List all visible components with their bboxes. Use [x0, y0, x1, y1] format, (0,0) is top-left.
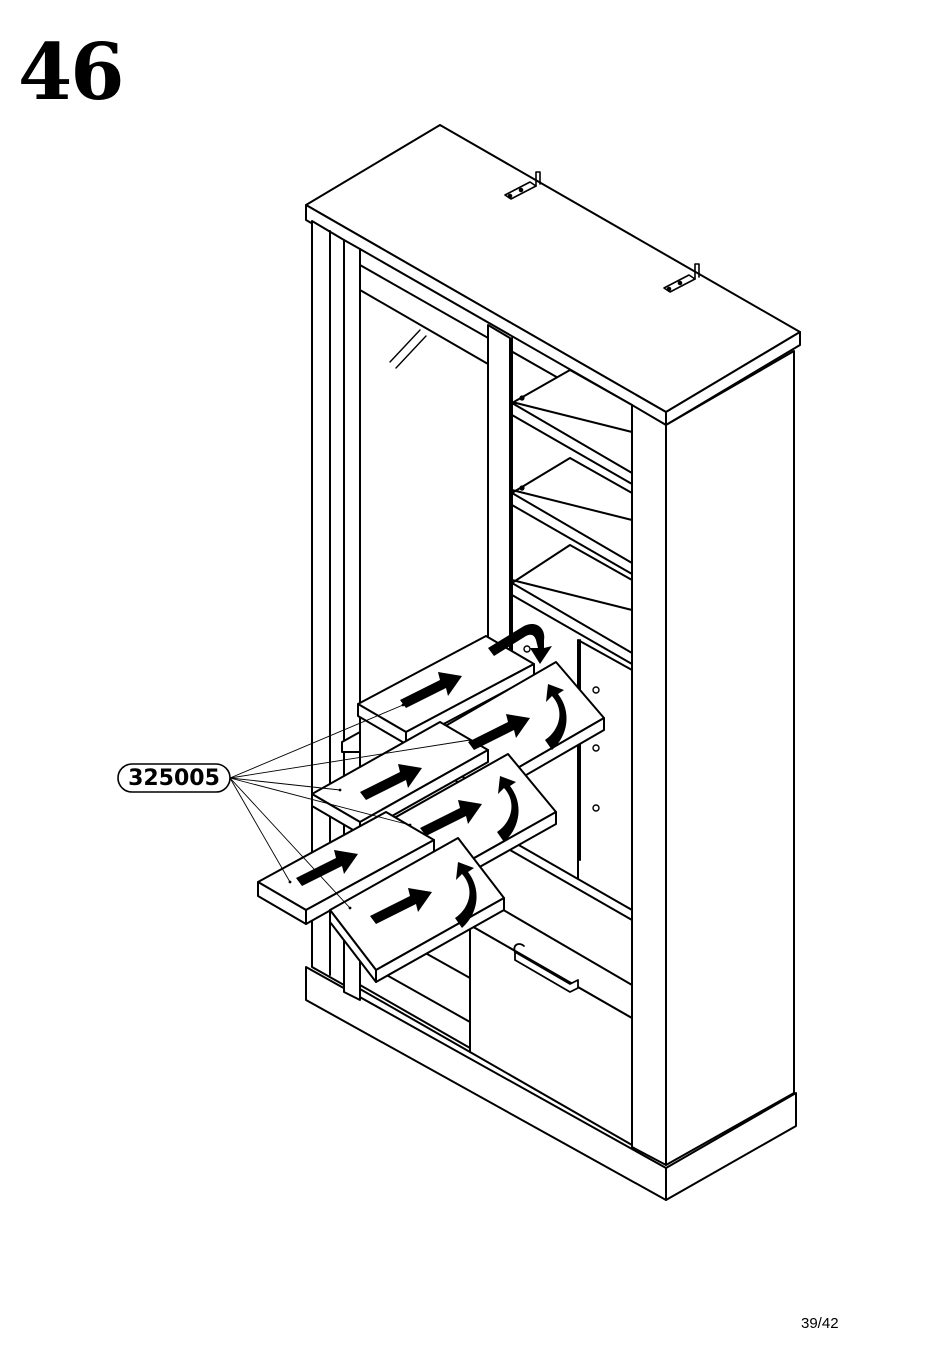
page-number: 39/42 [801, 1315, 839, 1332]
part-code: 325005 [128, 766, 220, 791]
right-side-panel [632, 405, 666, 1165]
cabinet [306, 125, 800, 1200]
part-label: 325005 [118, 764, 230, 792]
